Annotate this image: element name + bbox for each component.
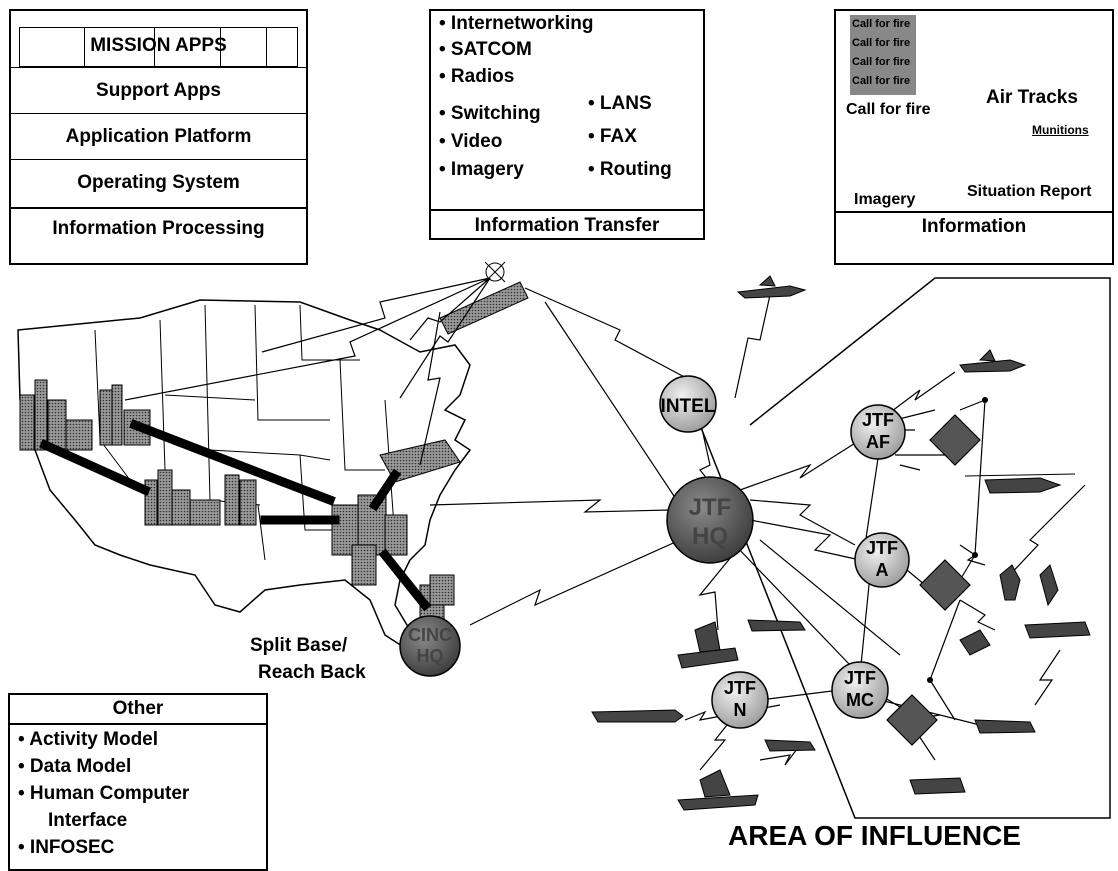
jtf-hq-node <box>666 476 754 564</box>
support-apps-row: Support Apps <box>11 67 306 113</box>
relay-diamond-icons <box>886 414 981 746</box>
air-tracks-label: Air Tracks <box>986 87 1078 108</box>
soldier-icon <box>959 629 991 656</box>
jtf-mc-label-2: MC <box>846 690 874 710</box>
node-labels: INTEL JTF HQ CINC HQ JTF AF JTF A JTF MC… <box>408 396 898 720</box>
radio-links <box>124 277 1086 771</box>
other-item: • Human Computer <box>18 783 190 804</box>
call-for-fire-icon: Call for fire Call for fire Call for fir… <box>850 15 916 95</box>
jtf-n-label-2: N <box>734 700 747 720</box>
intel-label: INTEL <box>661 396 716 417</box>
jtf-hq-label-1: JTF <box>689 494 732 521</box>
jtf-n-label-1: JTF <box>724 678 756 698</box>
mission-apps-divider <box>84 28 85 66</box>
jtf-a-node <box>854 532 910 588</box>
aircraft-icon <box>736 275 807 299</box>
application-platform-row: Application Platform <box>11 113 306 159</box>
area-of-influence-boundary <box>699 277 1111 819</box>
cinc-hq-node <box>399 615 461 677</box>
situation-report-label: Situation Report <box>967 183 1092 200</box>
transfer-item: • SATCOM <box>439 39 532 60</box>
mission-apps-row: MISSION APPS <box>19 27 298 67</box>
information-box: Call for fire Call for fire Call for fir… <box>834 9 1114 265</box>
transfer-item: • Internetworking <box>439 13 594 34</box>
munitions-label: Munitions <box>1032 123 1089 137</box>
cinc-label-2: HQ <box>417 646 444 666</box>
satellite-icon <box>439 261 529 335</box>
transfer-item: • Switching <box>439 103 541 124</box>
aircraft-icon <box>959 349 1027 373</box>
other-item: • Data Model <box>18 756 132 777</box>
ship-icon <box>677 769 759 811</box>
call-for-fire-line: Call for fire <box>852 37 911 49</box>
ship-icon <box>677 621 739 669</box>
transfer-item: • Imagery <box>439 159 524 180</box>
boat-icon <box>764 739 816 752</box>
jtf-hq-label-2: HQ <box>692 523 728 550</box>
helicopter-icon <box>964 473 1076 494</box>
jtf-a-label-1: JTF <box>866 538 898 558</box>
platform-icons <box>591 275 1091 811</box>
call-for-fire-label: Call for fire <box>846 101 931 118</box>
transfer-item: • FAX <box>588 126 637 147</box>
jtf-a-label-2: A <box>876 560 889 580</box>
jtf-mc-node <box>831 661 889 719</box>
jtf-af-label-2: AF <box>866 432 890 452</box>
information-footer: Information <box>836 211 1112 241</box>
cinc-label-1: CINC <box>408 625 452 645</box>
reach-back-label: Reach Back <box>258 662 366 683</box>
other-title: Other <box>10 695 266 725</box>
other-item: Interface <box>48 810 128 831</box>
command-center-icon <box>379 439 461 483</box>
boat-icon <box>974 719 1036 734</box>
jtf-af-label-1: JTF <box>862 410 894 430</box>
information-transfer-box: • Internetworking • SATCOM • Radios • Sw… <box>429 9 705 240</box>
jtf-af-node <box>850 404 906 460</box>
call-for-fire-line: Call for fire <box>852 18 911 30</box>
other-box: Other • Activity Model • Data Model • Hu… <box>8 693 268 871</box>
intel-node <box>659 375 717 433</box>
node-circles <box>399 375 910 729</box>
transfer-item: • Video <box>439 131 503 152</box>
other-item: • INFOSEC <box>18 837 115 858</box>
tank-icon <box>909 777 966 795</box>
transfer-item: • Radios <box>439 66 515 87</box>
other-item: • Activity Model <box>18 729 159 750</box>
information-processing-box: MISSION APPS Support Apps Application Pl… <box>9 9 308 265</box>
information-processing-footer: Information Processing <box>11 207 306 249</box>
boat-icon <box>747 619 806 632</box>
area-of-influence-label: AREA OF INFLUENCE <box>728 820 1021 851</box>
transfer-item: • LANS <box>588 93 652 114</box>
soldier-icon <box>999 564 1059 607</box>
split-base-label: Split Base/ <box>250 635 348 656</box>
imagery-label: Imagery <box>854 191 916 208</box>
reach-back-links <box>39 419 432 612</box>
call-for-fire-line: Call for fire <box>852 56 911 68</box>
mission-apps-divider <box>220 28 221 66</box>
tank-icon <box>1024 621 1091 639</box>
mission-apps-label: MISSION APPS <box>90 35 227 56</box>
transfer-item: • Routing <box>588 159 672 180</box>
mission-apps-divider <box>154 28 155 66</box>
jtf-n-node <box>711 671 769 729</box>
submarine-icon <box>591 709 684 723</box>
information-transfer-footer: Information Transfer <box>431 209 703 241</box>
operating-system-row: Operating System <box>11 159 306 205</box>
jtf-mc-label-1: JTF <box>844 668 876 688</box>
call-for-fire-line: Call for fire <box>852 75 911 87</box>
mission-apps-divider <box>266 28 267 66</box>
